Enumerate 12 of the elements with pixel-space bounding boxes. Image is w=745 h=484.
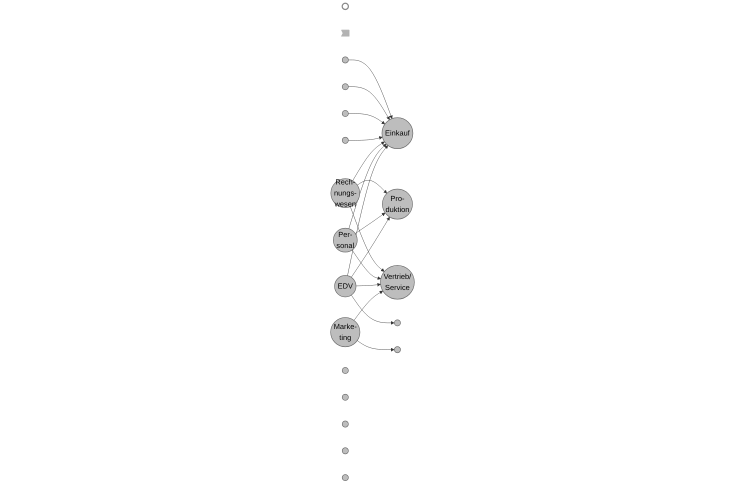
node-circle: [342, 110, 349, 117]
node-circle: [342, 420, 349, 428]
node-circle: [342, 83, 349, 90]
node-circle: [394, 346, 401, 354]
node-circle: [342, 367, 349, 374]
node-circle: [342, 394, 349, 401]
node-circle: [342, 474, 349, 482]
node-circle: [342, 2, 349, 10]
node-circle: [342, 136, 349, 144]
node-circle: [394, 319, 401, 326]
node-circle: [342, 447, 349, 454]
node-circle: [342, 56, 349, 64]
